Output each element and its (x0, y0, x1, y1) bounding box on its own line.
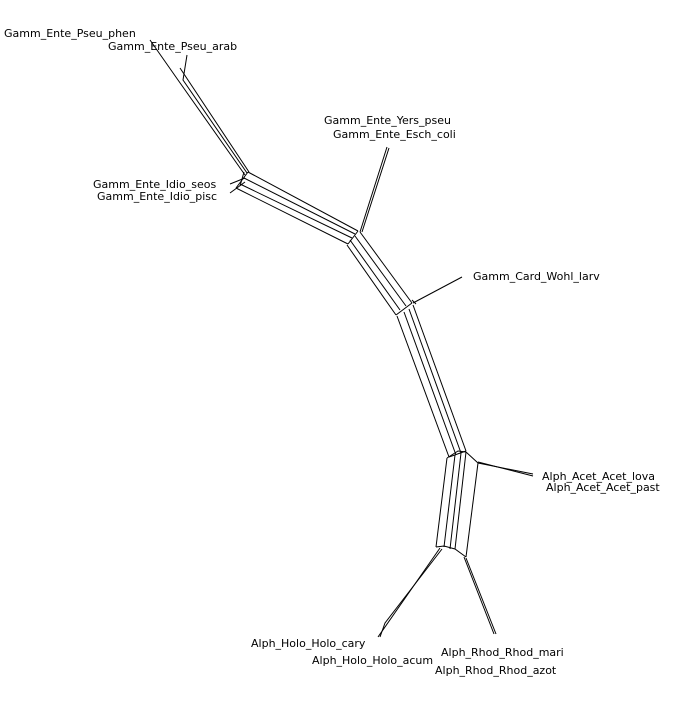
trunk-split-3 (403, 311, 457, 456)
long-trunk (396, 304, 467, 458)
edge-pseu-phen (149, 39, 246, 176)
label-idio-seos: Gamm_Ente_Idio_seos (93, 178, 216, 191)
upper-split-2 (243, 177, 356, 235)
mid-rung-right (395, 302, 413, 316)
label-holo-cary: Alph_Holo_Holo_cary (251, 637, 366, 650)
label-acet-lova: Alph_Acet_Acet_lova (542, 470, 655, 483)
upper-split-3 (239, 183, 353, 239)
label-wohl-larv: Gamm_Card_Wohl_larv (473, 270, 600, 283)
edge-holo-acum (379, 548, 443, 638)
label-rhod-azot: Alph_Rhod_Rhod_azot (435, 664, 557, 677)
label-pseu-phen: Gamm_Ente_Pseu_phen (4, 27, 136, 40)
box-right (465, 462, 479, 558)
edge-wohl (412, 276, 463, 304)
yers-esch-branch (359, 146, 390, 233)
upper-rung-right (347, 230, 359, 245)
edge-pseu-arab (182, 54, 248, 174)
pseu-branch (149, 39, 250, 176)
edge-idio-pisc (229, 181, 246, 194)
upper-split-4 (235, 187, 349, 245)
box-left (435, 457, 448, 548)
label-rhod-mari: Alph_Rhod_Rhod_mari (441, 646, 564, 659)
mid-split-4 (346, 244, 397, 316)
trunk-split-2 (408, 308, 462, 454)
box-bottom (435, 545, 467, 558)
lower-box (435, 450, 479, 558)
box-top (446, 450, 479, 464)
upper-ladder (235, 171, 359, 245)
label-acet-past: Alph_Acet_Acet_past (546, 481, 660, 494)
mid-split-2 (354, 235, 407, 307)
edge-yers-esch (359, 146, 388, 233)
edge-rhod-2 (465, 557, 497, 635)
edge-yers-esch-2 (361, 147, 390, 233)
edge-wohl-2 (411, 299, 417, 305)
label-pseu-arab: Gamm_Ente_Pseu_arab (108, 40, 237, 53)
box-inner-3 (443, 454, 456, 548)
middle-ladder (346, 231, 413, 316)
label-yers-pseu: Gamm_Ente_Yers_pseu (324, 114, 451, 127)
edge-rhod (463, 556, 495, 635)
acet-branch (477, 461, 534, 477)
edge-pseu-trunk (179, 67, 250, 173)
label-idio-pisc: Gamm_Ente_Idio_pisc (97, 190, 217, 203)
label-holo-acum: Alph_Holo_Holo_acum (312, 654, 433, 667)
edge-acet-2 (477, 461, 534, 477)
upper-split-1 (247, 171, 359, 232)
label-esch-coli: Gamm_Ente_Esch_coli (333, 128, 456, 141)
upper-rung-left-2 (239, 171, 245, 187)
box-inner-1 (454, 451, 467, 550)
mid-split-3 (349, 239, 401, 311)
trunk-split-4 (396, 315, 450, 458)
box-inner-2 (449, 452, 462, 550)
taxon-labels: Gamm_Ente_Pseu_phen Gamm_Ente_Pseu_arab … (4, 27, 660, 677)
wohl-branch (411, 276, 463, 305)
rhod-branch (463, 556, 497, 635)
trunk-split-1 (412, 304, 467, 452)
mid-split-1 (359, 231, 413, 304)
holo-branch (377, 547, 443, 638)
